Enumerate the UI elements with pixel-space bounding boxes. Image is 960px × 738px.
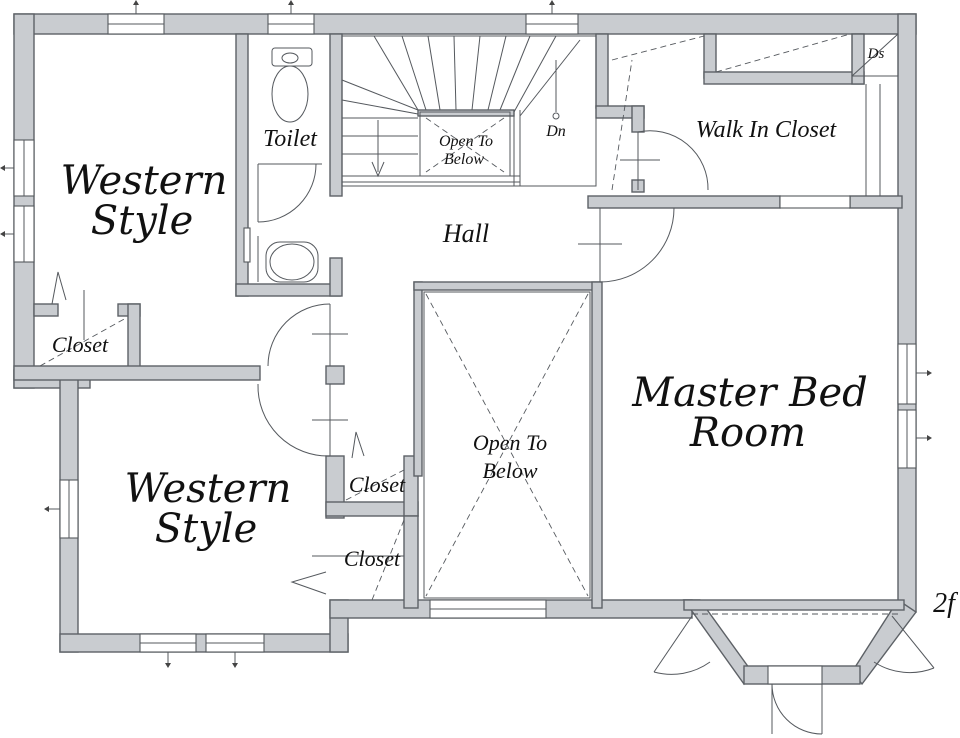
label-duct-shaft: Ds [867,46,885,62]
open-to-below-void [423,291,591,599]
label-hall: Hall [442,219,489,248]
label-walk-in-closet: Walk In Closet [696,117,838,143]
label-open-to-below-main-line2: Below [483,458,538,483]
interior-walls [13,33,903,609]
window-arrows [0,0,932,668]
label-western-style-1-line1: Western [61,158,228,204]
label-stair-down: Dn [545,123,566,140]
label-toilet: Toilet [263,126,318,152]
label-open-to-below-stair-line2: Below [444,151,484,168]
label-western-style-2-line2: Style [155,506,258,552]
label-floor: 2f [933,588,958,619]
toilet-fixtures [257,47,319,283]
label-closet-1: Closet [52,332,109,357]
label-closet-3: Closet [344,546,401,571]
doors [257,130,935,735]
label-master-bed-room-line2: Room [689,410,806,456]
room-labels: Western Style Western Style Master Bed R… [52,46,958,619]
label-closet-2: Closet [349,472,406,497]
label-master-bed-room-line1: Master Bed [631,370,868,416]
label-open-to-below-main-line1: Open To [473,430,547,455]
closet-lines [39,33,899,601]
stairs [341,35,597,187]
label-open-to-below-stair-line1: Open To [439,133,493,150]
label-western-style-2-line1: Western [125,466,292,512]
label-western-style-1-line2: Style [91,198,194,244]
exterior-walls [13,13,918,686]
